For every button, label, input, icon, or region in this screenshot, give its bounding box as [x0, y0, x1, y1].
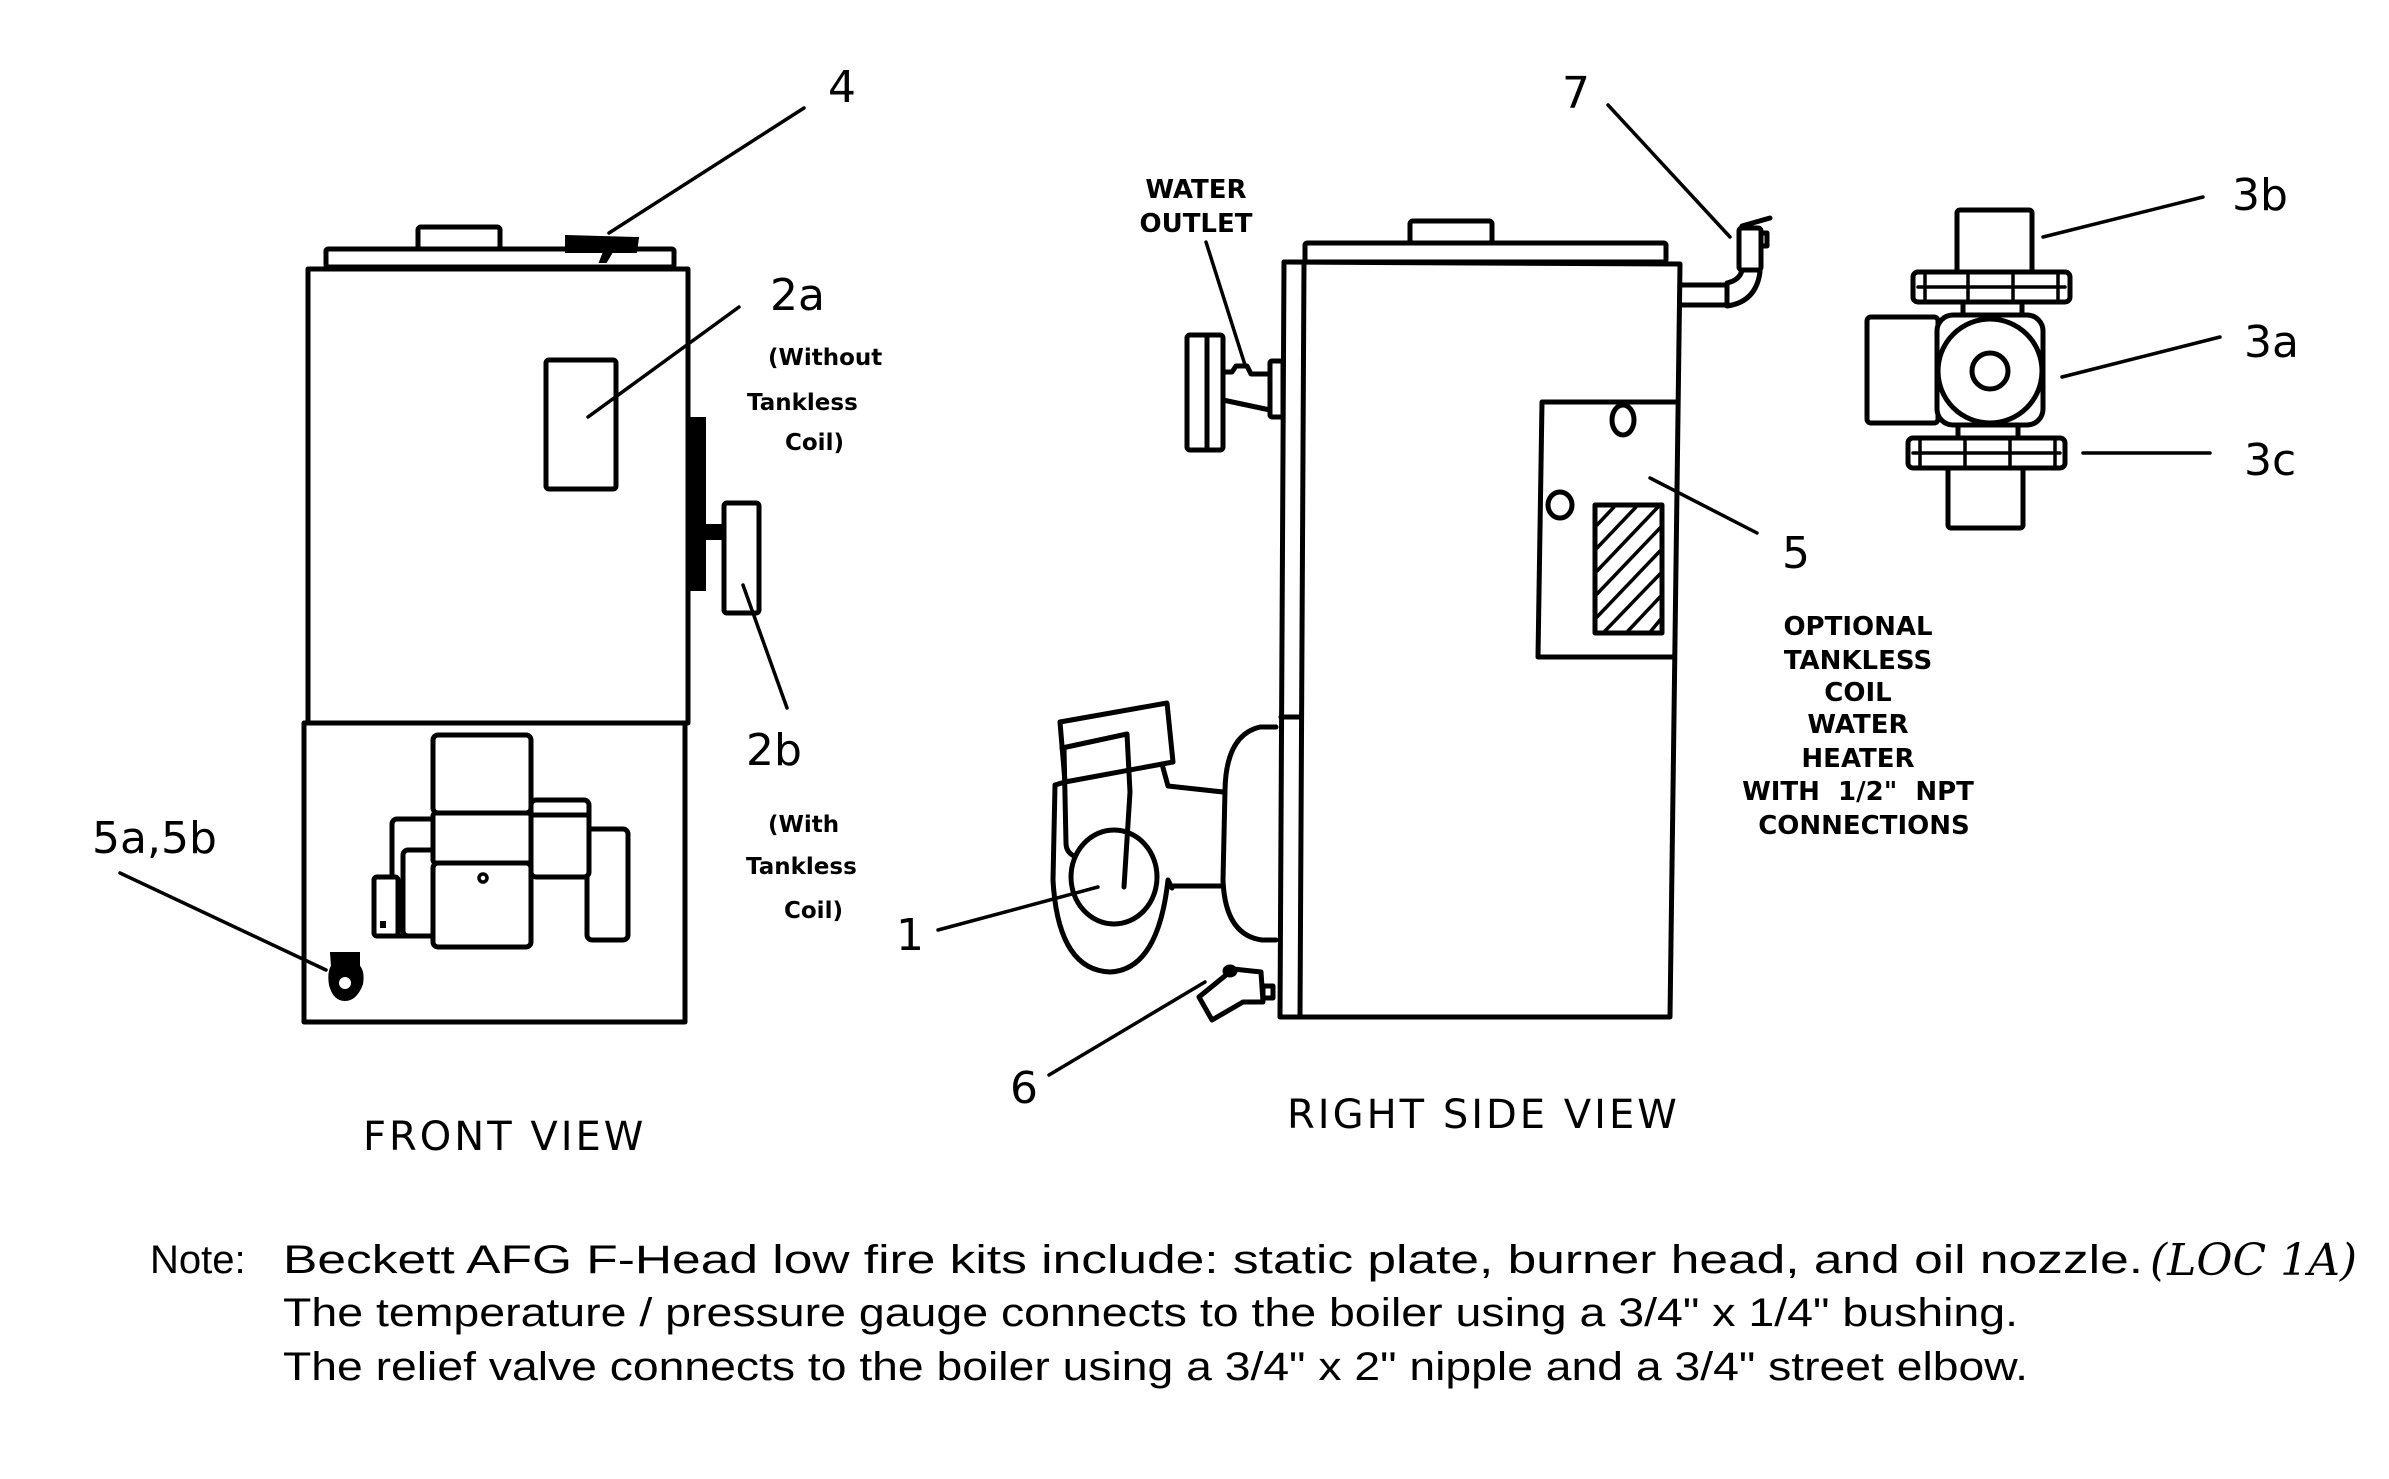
side-top-plate: [1302, 240, 1669, 265]
leader-2a: [586, 305, 741, 419]
circulator-pump: 3b 3a 3c: [1864, 170, 2299, 531]
leader-3b: [2041, 195, 2205, 239]
hatch-pattern: [1595, 505, 1662, 633]
tankless-coil-note: OPTIONAL TANKLESS COIL WATER HEATER WITH…: [1742, 612, 1974, 841]
callout-2b: 2b: [746, 725, 802, 776]
tankless-note-line6: WITH 1/2" NPT: [1742, 777, 1974, 807]
leader-6: [1047, 980, 1207, 1077]
front-item-4-part: [565, 234, 640, 263]
tankless-note-line4: WATER: [1807, 710, 1908, 740]
callout-1: 1: [896, 910, 924, 961]
callout-2a: 2a: [770, 270, 825, 321]
note-line-3: The relief valve connects to the boiler …: [283, 1345, 2028, 1389]
callout-2b-note-line3: Coil): [784, 898, 843, 924]
callout-5: 5: [1782, 528, 1810, 579]
callout-2a-note-line2: Tankless: [747, 390, 858, 416]
leader-2b: [741, 583, 789, 710]
leader-5ab: [118, 871, 328, 972]
right-side-view: WATER OUTLET 7 5 1 6 OPTIONAL TANKLESS C…: [896, 68, 1974, 1138]
pump-top-pipe: [1954, 207, 2035, 275]
pump-hub: [1969, 350, 2011, 392]
side-main-body: [1281, 259, 1683, 1020]
callout-3c: 3c: [2244, 435, 2296, 486]
pump-top-flange: [1910, 269, 2073, 305]
front-upper-jacket: [305, 266, 691, 726]
leader-water-outlet: [1204, 240, 1247, 367]
side-water-outlet-valve: [1184, 332, 1286, 453]
callout-5ab: 5a,5b: [92, 813, 217, 864]
note-line-1: Beckett AFG F-Head low fire kits include…: [283, 1238, 2143, 1282]
callout-4: 4: [828, 62, 856, 113]
front-burner-assembly: [371, 732, 631, 950]
water-outlet-label-line2: OUTLET: [1139, 209, 1252, 239]
callout-7: 7: [1562, 68, 1590, 119]
pump-bottom-pipe: [1945, 465, 2026, 531]
front-item-5ab-bolt: [328, 952, 364, 1002]
callout-6: 6: [1010, 1063, 1038, 1114]
front-view-title: FRONT VIEW: [363, 1114, 646, 1160]
front-item-2a-gauge: [543, 357, 619, 492]
leader-4: [607, 106, 806, 235]
side-top-flue-collar: [1407, 218, 1495, 246]
callout-2b-note-line1: (With: [768, 812, 839, 838]
front-item-2b-gauge: [721, 500, 762, 616]
side-relief-valve: [1678, 215, 1773, 309]
leader-3a: [2060, 335, 2222, 379]
side-drain-valve: [1196, 964, 1276, 1023]
leader-7: [1606, 103, 1732, 239]
front-top-flue-collar: [415, 224, 503, 252]
note-line-2: The temperature / pressure gauge connect…: [283, 1291, 2018, 1335]
tankless-note-line1: OPTIONAL: [1783, 612, 1932, 642]
tankless-note-line2: TANKLESS: [1784, 646, 1932, 676]
callout-3b: 3b: [2232, 170, 2288, 221]
tankless-note-line7: CONNECTIONS: [1758, 811, 1970, 841]
front-view: 4 2a (Without Tankless Coil) 2b (With Ta…: [92, 62, 882, 1160]
callout-2a-note-line3: Coil): [785, 430, 844, 456]
leader-5: [1648, 476, 1759, 535]
notes-block: Note: Beckett AFG F-Head low fire kits i…: [150, 1235, 2357, 1389]
side-burner: [1050, 700, 1279, 975]
front-side-strip: [688, 417, 706, 591]
front-lower-jacket: [301, 720, 688, 1025]
handwritten-loc: (LOC 1A): [2150, 1235, 2357, 1286]
pump-volute: [1935, 316, 2045, 426]
water-outlet-label-line1: WATER: [1145, 175, 1246, 205]
side-tankless-coil-plate: [1535, 399, 1679, 660]
pump-bottom-flange: [1905, 435, 2068, 471]
note-prefix: Note:: [150, 1238, 246, 1282]
callout-3a: 3a: [2244, 317, 2299, 368]
callout-2b-note-line2: Tankless: [746, 854, 857, 880]
leader-1: [936, 885, 1100, 932]
pump-motor: [1864, 314, 1941, 426]
callout-2a-note-line1: (Without: [768, 345, 882, 371]
tankless-note-line5: HEATER: [1801, 744, 1914, 774]
right-side-view-title: RIGHT SIDE VIEW: [1287, 1092, 1680, 1138]
tankless-note-line3: COIL: [1824, 678, 1891, 708]
